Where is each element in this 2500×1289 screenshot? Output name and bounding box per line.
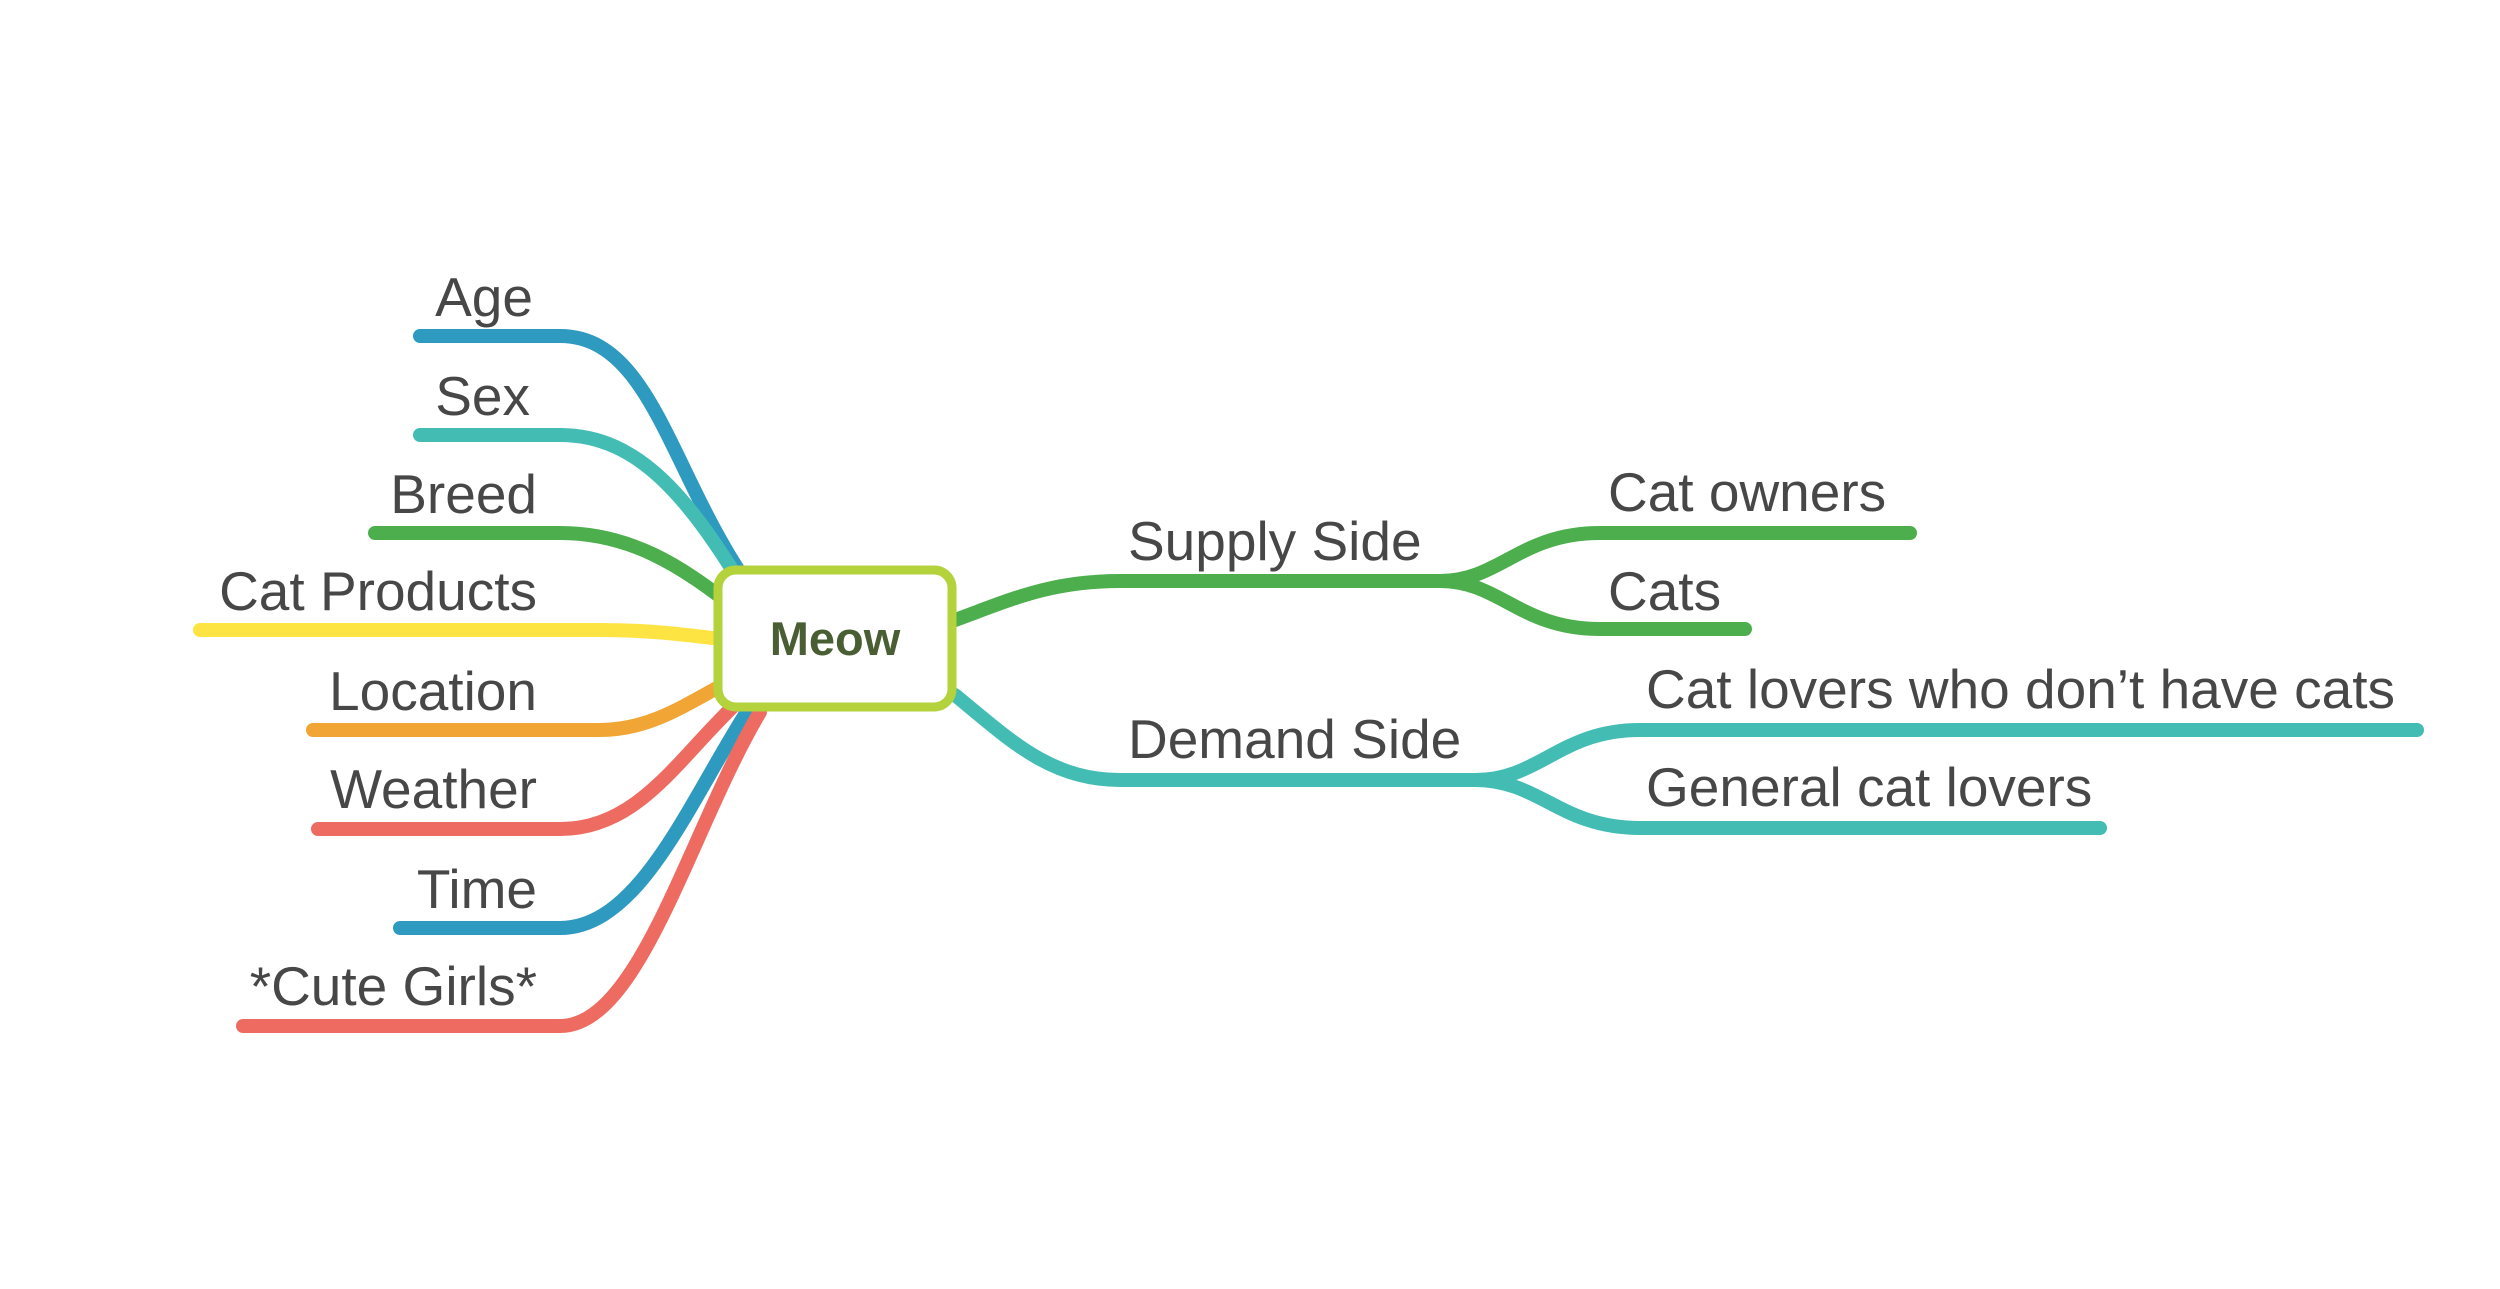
branch-general-cat-lovers [1468, 773, 2107, 835]
left-labels: Age Sex Breed Cat Products Location Weat… [219, 266, 537, 1017]
branch-demand-side [948, 688, 1482, 787]
subtopic-cat-lovers-no-cats-label[interactable]: Cat lovers who don’t have cats [1646, 658, 2395, 720]
topic-weather-label[interactable]: Weather [330, 758, 537, 820]
subtopic-cats-label[interactable]: Cats [1608, 560, 1721, 622]
topic-cat-products-label[interactable]: Cat Products [219, 560, 537, 622]
right-branches [948, 526, 2424, 835]
branch-sex [413, 428, 755, 602]
branch-cute-girls [236, 705, 767, 1033]
branch-weather [311, 693, 747, 836]
topic-sex-label[interactable]: Sex [435, 365, 530, 427]
subtopic-cat-owners-label[interactable]: Cat owners [1608, 461, 1886, 523]
topic-age-label[interactable]: Age [435, 266, 533, 328]
topic-demand-side-label[interactable]: Demand Side [1128, 708, 1461, 770]
branch-cat-products [193, 623, 737, 647]
central-topic[interactable]: Meow [713, 565, 957, 712]
branch-time [393, 703, 755, 935]
topic-cute-girls-label[interactable]: *Cute Girls* [250, 955, 537, 1017]
subtopic-general-cat-lovers-label[interactable]: General cat lovers [1646, 756, 2092, 818]
topic-supply-side-label[interactable]: Supply Side [1128, 510, 1422, 572]
branch-breed [368, 526, 742, 615]
right-labels: Supply Side Cat owners Cats Demand Side … [1128, 461, 2395, 818]
branch-cats [1433, 574, 1752, 636]
left-branches [193, 329, 767, 1033]
central-topic-label: Meow [770, 612, 901, 665]
topic-location-label[interactable]: Location [329, 660, 537, 722]
branch-age [413, 329, 752, 587]
central-topic-box[interactable] [713, 565, 957, 712]
topic-time-label[interactable]: Time [417, 858, 537, 920]
topic-breed-label[interactable]: Breed [390, 463, 537, 525]
branch-supply-side [948, 574, 1447, 627]
